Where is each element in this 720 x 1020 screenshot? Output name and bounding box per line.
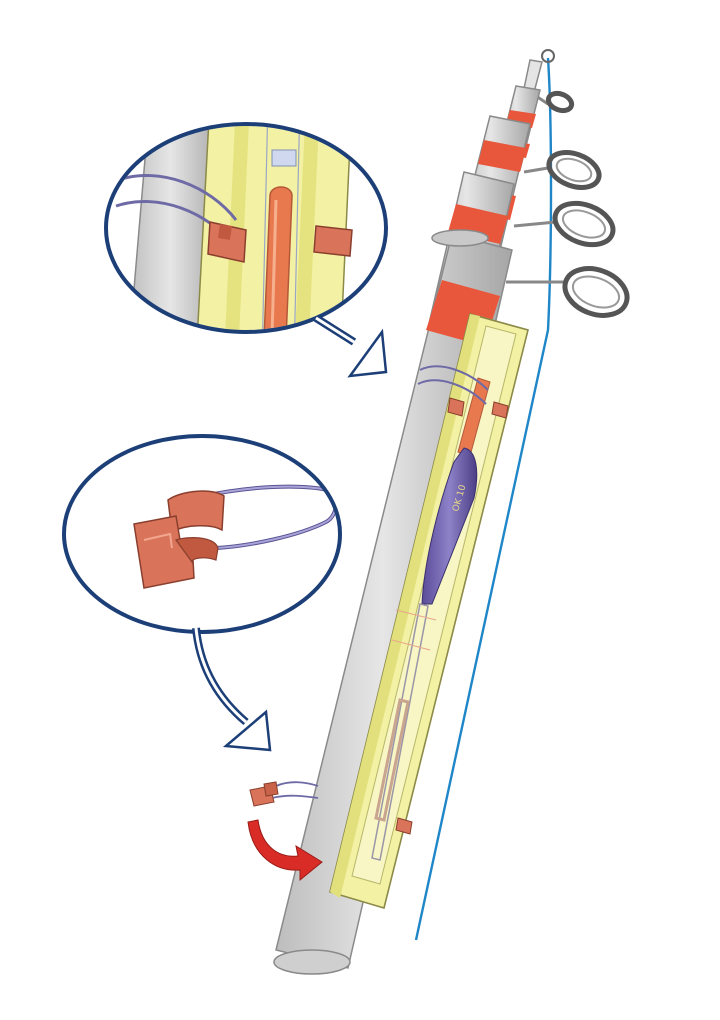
guide-ring-2 (523, 150, 602, 190)
clip-icon-lower (395, 817, 413, 835)
callout-top-border (104, 122, 388, 334)
callout-top (104, 122, 388, 334)
clip-icon-enlarged (133, 490, 225, 589)
detached-clip (249, 781, 319, 807)
clip-icon-upper-left (447, 397, 465, 417)
clip-icon-callout-right (313, 225, 353, 257)
clip-icon-callout-left (207, 221, 247, 263)
fishing-line (414, 57, 553, 941)
callout-arrow-icon-top (313, 314, 388, 378)
rod-butt (273, 949, 351, 975)
clip-icon-upper-right (491, 401, 509, 419)
guide-ring-3 (513, 200, 616, 248)
guide-ring-4 (506, 266, 630, 318)
rod-band-upper (417, 365, 489, 405)
line-guides (506, 90, 630, 318)
tip-eye (541, 49, 555, 63)
callout-bottom-border (62, 434, 342, 634)
rotate-arrow-icon (247, 819, 323, 882)
float-keel (371, 603, 429, 861)
guide-ring-1 (535, 90, 575, 114)
callout-arrow-icon-bottom (192, 627, 272, 752)
float: OK 10 (371, 377, 491, 861)
callout-bottom (62, 434, 342, 634)
float-body (421, 447, 478, 605)
